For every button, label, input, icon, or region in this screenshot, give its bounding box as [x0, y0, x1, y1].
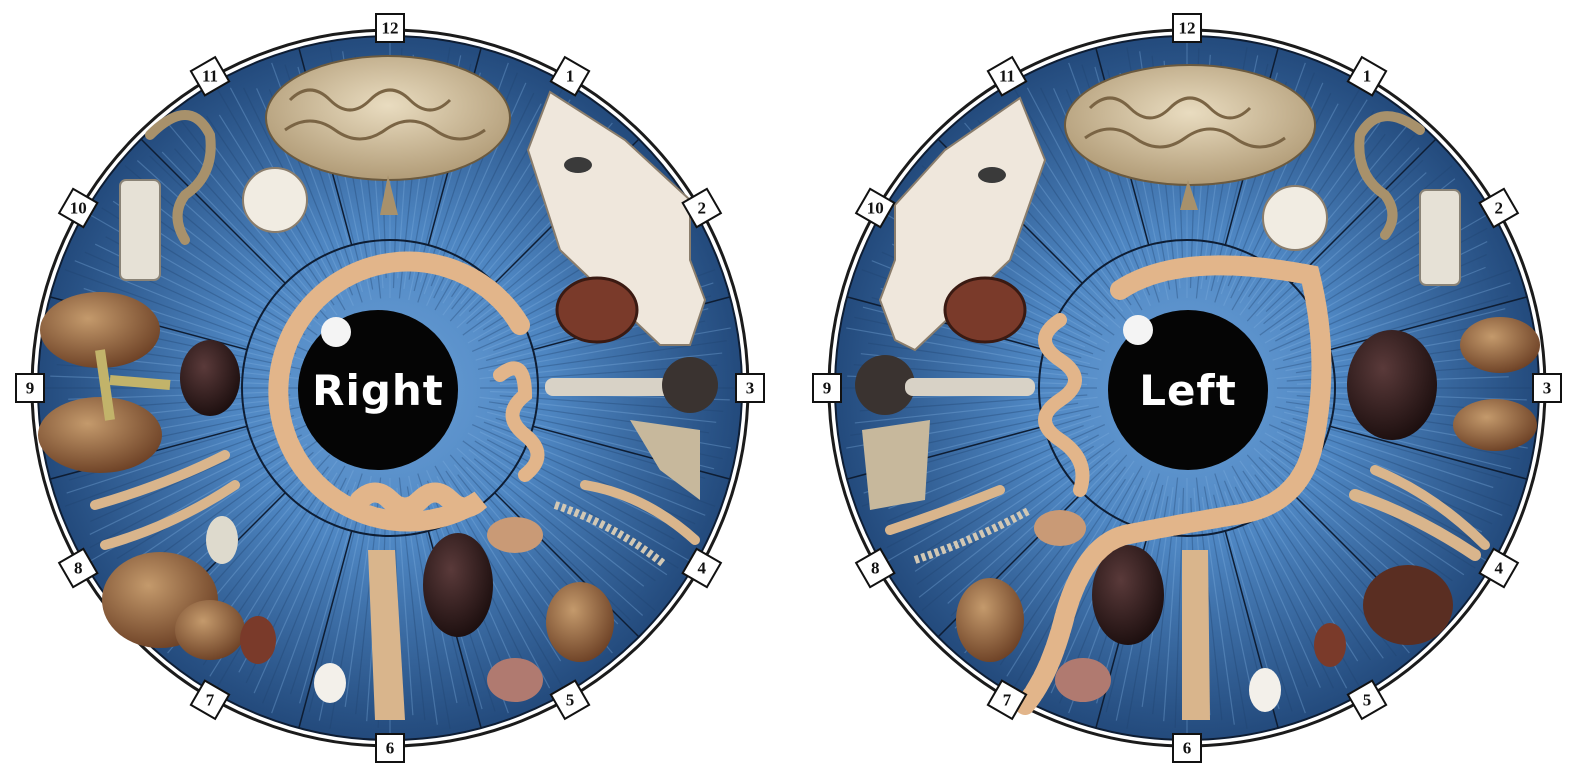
- uterus-illustration: [1055, 658, 1111, 702]
- right-iris-chart: Right 121234567891011: [16, 14, 764, 762]
- hour-marker-label: 4: [698, 559, 707, 578]
- hour-marker-label: 5: [566, 690, 575, 709]
- hour-marker-12: 12: [1173, 14, 1201, 42]
- pineal-rosette-illustration: [243, 168, 307, 232]
- appendix-illustration: [1314, 623, 1346, 667]
- hour-marker-label: 9: [26, 379, 35, 398]
- bladder-illustration: [546, 582, 614, 662]
- hour-marker-label: 2: [698, 199, 707, 218]
- hour-marker-label: 2: [1495, 199, 1504, 218]
- hour-marker-6: 6: [1173, 734, 1201, 762]
- scapula-illustration: [862, 420, 930, 510]
- appendix-illustration: [240, 616, 276, 664]
- testis-illustration: [314, 663, 346, 703]
- hour-marker-label: 7: [206, 690, 215, 709]
- hour-marker-label: 3: [746, 379, 755, 398]
- hour-marker-label: 6: [1183, 739, 1192, 758]
- left-iris-chart: Left 121234567891011: [813, 14, 1561, 762]
- left-eye-label: Left: [1139, 366, 1237, 415]
- right-eye-label: Right: [312, 366, 444, 415]
- hour-marker-label: 5: [1363, 690, 1372, 709]
- left-pupil-highlight: [1123, 315, 1153, 345]
- adrenal-illustration: [487, 517, 543, 553]
- hour-marker-9: 9: [16, 374, 44, 402]
- hour-marker-label: 6: [386, 739, 395, 758]
- bladder-illustration: [956, 578, 1024, 662]
- uterus-illustration: [487, 658, 543, 702]
- gallbladder-illustration: [206, 516, 238, 564]
- hour-marker-label: 4: [1495, 559, 1504, 578]
- hour-marker-label: 8: [74, 559, 83, 578]
- spine-cervical-illustration: [120, 180, 160, 280]
- hour-marker-label: 8: [871, 559, 880, 578]
- heart-illustration: [180, 340, 240, 416]
- hour-marker-label: 10: [867, 199, 884, 218]
- hour-marker-3: 3: [1533, 374, 1561, 402]
- hour-marker-12: 12: [376, 14, 404, 42]
- right-pupil-highlight: [321, 317, 351, 347]
- kidney-illustration: [423, 533, 493, 637]
- pineal-rosette-illustration: [1263, 186, 1327, 250]
- hour-marker-label: 7: [1003, 690, 1012, 709]
- hour-marker-label: 1: [566, 67, 575, 86]
- hour-marker-label: 10: [70, 199, 87, 218]
- hour-marker-6: 6: [376, 734, 404, 762]
- hour-marker-label: 12: [1179, 19, 1196, 38]
- spleen-illustration: [1363, 565, 1453, 645]
- hour-marker-9: 9: [813, 374, 841, 402]
- hour-marker-3: 3: [736, 374, 764, 402]
- hour-marker-label: 11: [999, 67, 1015, 86]
- spine-cervical-illustration: [1420, 190, 1460, 285]
- hour-marker-label: 3: [1543, 379, 1552, 398]
- mouth-illustration: [557, 278, 637, 342]
- hour-marker-label: 9: [823, 379, 832, 398]
- mouth-illustration: [945, 278, 1025, 342]
- testis-illustration: [1249, 668, 1281, 712]
- hour-marker-label: 12: [382, 19, 399, 38]
- heart-illustration: [1347, 330, 1437, 440]
- leg-illustration: [1182, 550, 1210, 720]
- hour-marker-label: 1: [1363, 67, 1372, 86]
- hour-marker-label: 11: [202, 67, 218, 86]
- adrenal-illustration: [1034, 510, 1086, 546]
